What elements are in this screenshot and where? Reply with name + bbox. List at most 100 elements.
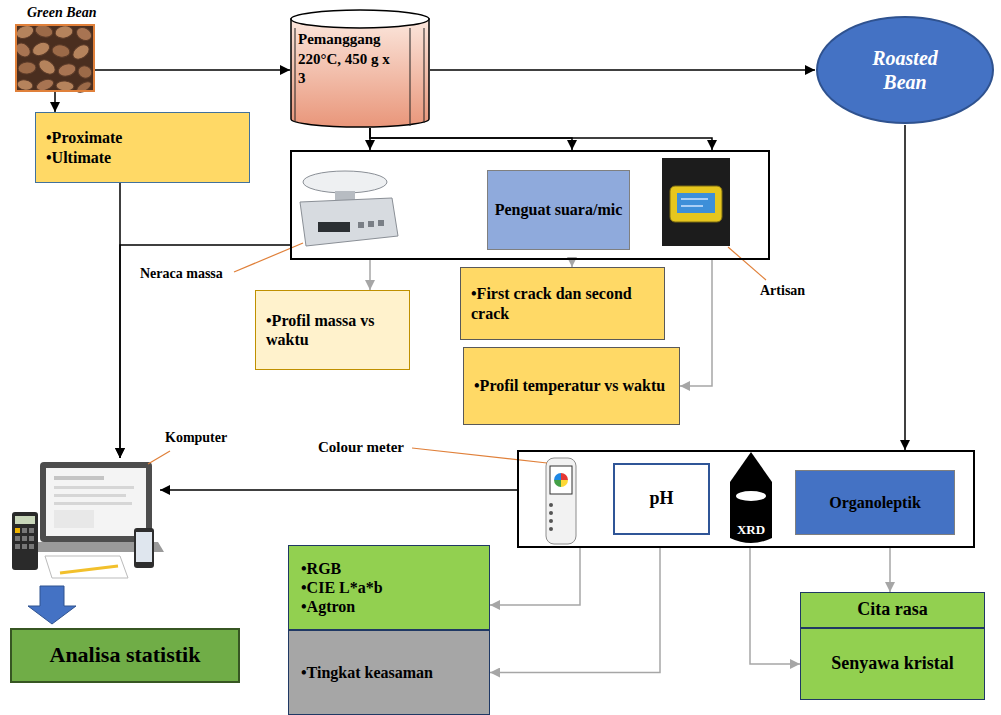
bean-photo-part <box>36 57 58 77</box>
node-text: XRD <box>737 522 765 538</box>
node-text: Cita rasa <box>857 599 928 621</box>
roaster-shape-part <box>295 28 296 122</box>
artisan-device-illustration-part <box>681 205 703 207</box>
instrument-group: Penguat suara/mic <box>290 150 770 260</box>
node-text: •RGB <box>301 559 477 578</box>
scale-illustration-part <box>368 221 374 227</box>
colour-meter-illustration-part <box>549 503 553 507</box>
image-node: Green Bean <box>15 24 95 92</box>
colour-meter-illustration-part <box>550 466 572 494</box>
node-text: •Tingkat keasaman <box>301 663 477 682</box>
output-box: •First crack dan second crack <box>460 267 665 340</box>
output-box: •Profil temperatur vs waktu <box>463 347 680 425</box>
laptop-illustration-part <box>22 536 27 541</box>
scale-illustration-part <box>303 171 387 193</box>
colour-meter-illustration-part <box>549 519 553 523</box>
scale-illustration <box>300 171 398 246</box>
scale-illustration-part <box>318 222 350 232</box>
colour-meter-illustration-part <box>549 527 553 531</box>
ellipse-shape-part <box>817 17 993 123</box>
test-box: Organoleptik <box>795 470 955 535</box>
laptop-illustration-part <box>46 468 146 536</box>
arrow-connector <box>430 69 815 71</box>
node-text: •Profil temperatur vs waktu <box>474 376 669 395</box>
node-text: •Ultimate <box>46 148 239 167</box>
scale-illustration-part <box>378 220 384 226</box>
laptop-illustration-part <box>54 486 134 489</box>
test-group: pH XRD Organoleptik <box>517 450 975 548</box>
bean-photo-part <box>70 42 92 62</box>
computer-node: Komputer <box>10 458 160 582</box>
arrow-connector <box>904 125 906 450</box>
xrd-symbol: XRD <box>730 452 772 546</box>
roaster-shape <box>290 8 430 128</box>
callout-label: Neraca massa <box>140 266 223 283</box>
colour-meter-illustration-part <box>546 458 576 544</box>
laptop-illustration-part <box>54 510 94 528</box>
node-text: Senyawa kristal <box>831 653 954 675</box>
colour-meter-illustration-part <box>554 473 561 480</box>
test-box: pH <box>613 463 710 535</box>
node-text: Roasted Bean <box>855 46 955 94</box>
bean-photo-part <box>54 25 74 40</box>
scale-illustration-part <box>335 191 355 200</box>
roaster-shape-part <box>424 28 425 123</box>
bean-photo-part <box>74 25 94 43</box>
laptop-illustration-part <box>60 566 118 573</box>
scale-illustration-part <box>300 198 398 246</box>
leader-line-part <box>234 243 303 272</box>
artisan-device-illustration-part <box>662 158 730 246</box>
arrow-connector <box>490 548 660 673</box>
artisan-device-illustration-part <box>670 186 722 222</box>
output-box: •Tingkat keasaman <box>288 630 490 715</box>
result-box: Analisa statistik <box>10 628 240 683</box>
roaster-shape-part <box>291 10 429 28</box>
node-text: •Proximate <box>46 128 239 147</box>
bean-photo-part <box>15 24 95 92</box>
node-text: •CIE L*a*b <box>301 578 477 597</box>
node-text: pH <box>649 488 673 510</box>
output-box: •RGB•CIE L*a*b•Agtron <box>288 545 490 630</box>
laptop-illustration-part <box>134 528 154 568</box>
arrow-connector <box>369 260 371 290</box>
artisan-device-illustration-part <box>681 198 708 200</box>
bean-photo-part <box>30 40 51 58</box>
ellipse-shape <box>815 15 995 125</box>
leader-line-part <box>148 451 170 464</box>
colour-meter-illustration-part <box>554 480 561 487</box>
callout-label: Colour meter <box>318 438 404 456</box>
xrd-shape-part <box>730 452 772 543</box>
arrow-connector <box>889 548 891 592</box>
arrow-connector <box>490 548 580 605</box>
block-arrow <box>28 586 76 624</box>
roaster-shape-part <box>410 28 411 126</box>
laptop-illustration <box>12 462 164 578</box>
arrow-connector <box>750 548 800 664</box>
xrd-shape-part <box>736 491 766 501</box>
bean-photo-part <box>76 64 93 80</box>
arrow-connector <box>370 128 712 150</box>
laptop-illustration-part <box>29 544 34 549</box>
laptop-illustration-part <box>15 536 20 541</box>
colour-meter-illustration <box>546 458 576 544</box>
laptop-illustration-part <box>136 532 152 562</box>
arrow-connector <box>160 489 517 491</box>
laptop-illustration-part <box>29 536 34 541</box>
artisan-device-illustration <box>662 158 730 246</box>
node-text: Penguat suara/mic <box>495 200 623 219</box>
laptop-illustration-part <box>45 556 128 578</box>
arrow-connector <box>370 128 572 150</box>
bean-photo-part <box>18 61 37 75</box>
colour-meter-illustration-part <box>549 511 553 515</box>
laptop-illustration-part <box>15 544 20 549</box>
result-ellipse: Roasted Bean <box>815 15 995 125</box>
output-box: Senyawa kristal <box>800 628 985 700</box>
node-text: Organoleptik <box>829 493 921 512</box>
colour-meter-illustration-part <box>561 480 568 487</box>
arrow-connector <box>95 69 290 71</box>
output-box: •Profil massa vs waktu <box>255 290 410 370</box>
leader-line-part <box>728 247 766 280</box>
node-text: •Profil massa vs waktu <box>266 311 399 349</box>
roaster-shape-part <box>291 19 429 127</box>
